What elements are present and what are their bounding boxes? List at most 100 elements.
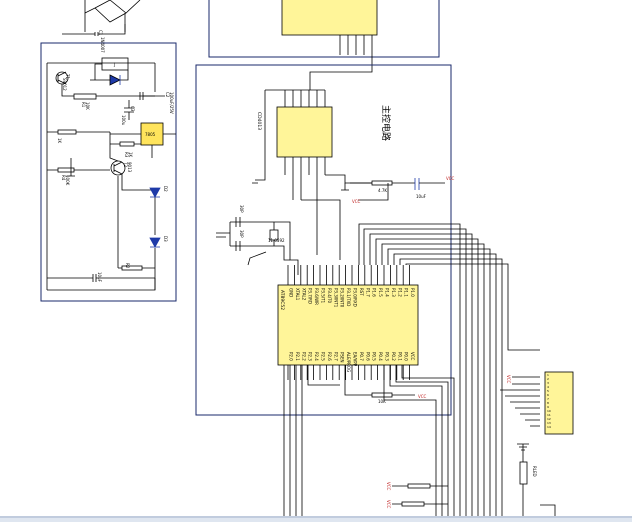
label-30p-2: 30P [239, 230, 244, 238]
pin-label: P1.6 [372, 288, 377, 297]
top-partial-block [208, 0, 440, 90]
label-bridge: 1N4007 [100, 37, 105, 53]
pin-label: P3.6/WR [314, 288, 319, 305]
label-c2: C2 [165, 92, 170, 98]
display-pin-label: 2 [547, 377, 549, 381]
display-pin-label: 4 [547, 385, 549, 389]
reset-network [341, 178, 445, 201]
pin-label: P0.4 [378, 352, 383, 361]
pin-label: P0.3 [385, 352, 390, 361]
pin-label: P0.1 [397, 352, 402, 361]
power-relay-section [40, 0, 177, 302]
label-10uf: 10uF [97, 272, 102, 283]
pin-label: P0.2 [391, 352, 396, 361]
bus-wires [283, 223, 540, 522]
label-30p-1: 30P [239, 205, 244, 213]
pin-label: P1.2 [397, 288, 402, 297]
pin-label: P1.5 [378, 288, 383, 297]
label-10uf: 10uF [416, 194, 427, 199]
pin-label: XTAL2 [301, 288, 306, 301]
display-pin-label: 9 [547, 405, 549, 409]
display-pin-label: 11 [547, 413, 551, 417]
label-100u: 100u [121, 115, 126, 126]
label-7805: 7805 [145, 132, 156, 137]
pin-label: P3.0/RXD [353, 288, 358, 307]
pin-label: EA/VPP [353, 352, 358, 367]
label-100k: 100K [65, 175, 70, 186]
label-9013: 9013 [127, 162, 132, 173]
pin-label: PSEN [340, 352, 345, 362]
label-t2: T2 [123, 161, 128, 167]
pin-label: P0.0 [404, 352, 409, 361]
label-c1: C1 [98, 30, 103, 36]
pin-label: P1.3 [391, 288, 396, 297]
pin-label: P2.0 [289, 352, 294, 361]
cd4013-ref: CD4013 [256, 112, 262, 130]
pin-label: P1.1 [404, 288, 409, 297]
vcc-reset-2: VCC [352, 199, 361, 204]
label-t1: T1 [65, 73, 70, 79]
pin-label: P2.3 [308, 352, 313, 361]
main-control-block: 主控电路 [195, 64, 452, 416]
vcc-ea: VCC [418, 394, 427, 399]
pin-label: P3.5/T1 [321, 288, 326, 304]
display-pin-label: 5 [547, 389, 549, 393]
pin-label: P2.5 [321, 352, 326, 361]
at89c52-ref: AT89C52 [279, 290, 285, 310]
display-pin-label: 8 [547, 401, 549, 405]
display-pin-label: 6 [547, 393, 549, 397]
label-s9012: S9012 [62, 78, 67, 91]
pin-label: P3.3/INT1 [333, 288, 338, 308]
pin-label: P2.6 [327, 352, 332, 361]
label-r1-val: 10K [85, 102, 90, 110]
pin-label: P1.4 [385, 288, 390, 297]
label-100uf: 100uF/25V [169, 92, 174, 114]
rled-section [392, 443, 556, 522]
display-pin-label: 13 [547, 421, 551, 425]
pin-label: P3.2/INT0 [340, 288, 345, 308]
pin-label: P0.6 [365, 352, 370, 361]
vcc-bottom-2: VCC [386, 500, 391, 509]
pin-label: P2.2 [301, 352, 306, 361]
display-pin-label: 1 [547, 373, 549, 377]
pin-label: P2.1 [295, 352, 300, 361]
label-d3: D3 [163, 236, 168, 242]
pin-label: GND [289, 288, 294, 297]
label-rled: RLED [532, 466, 537, 477]
bottom-strip [0, 516, 632, 522]
label-r4: R4 [61, 175, 66, 181]
cd4013-chip: CD4013 [252, 89, 372, 260]
pin-label: P3.4/T0 [327, 288, 332, 304]
pin-label: P2.4 [314, 352, 319, 361]
pin-label: P2.7 [333, 352, 338, 361]
pin-label: VCC [410, 352, 415, 361]
display-pin-label: 7 [547, 397, 549, 401]
pin-label: P1.7 [365, 288, 370, 297]
label-4k7: 4.7K [378, 188, 387, 193]
pin-label: P3.1/TXD [346, 288, 351, 306]
pin-label: P1.0 [410, 288, 415, 297]
display-pin-label: 14 [547, 425, 551, 429]
label-d2: D2 [163, 186, 168, 192]
label-r1: R1 [81, 102, 86, 108]
power-relay-labels: C1 1N4007 J T1 S9012 R1 10K C2 100uF/25V… [57, 30, 174, 283]
pin-label: P0.5 [372, 352, 377, 361]
vcc-reset: VCC [446, 176, 455, 181]
pin-label: P3.7/RD [308, 288, 313, 304]
label-r5: R2 [125, 263, 130, 269]
vcc-disp: VCC [506, 375, 511, 384]
label-r3: R3 [124, 152, 129, 158]
label-r2-val: 1K [57, 138, 62, 144]
label-c3: C3 [130, 106, 135, 112]
display-pin-label: 12 [547, 417, 551, 421]
pin-label: ALE/PROG [346, 352, 351, 372]
vcc-bottom-1: VCC [386, 482, 391, 491]
label-relay: J [113, 62, 115, 67]
display-pin-label: 3 [547, 381, 549, 385]
main-block-title: 主控电路 [380, 105, 392, 141]
